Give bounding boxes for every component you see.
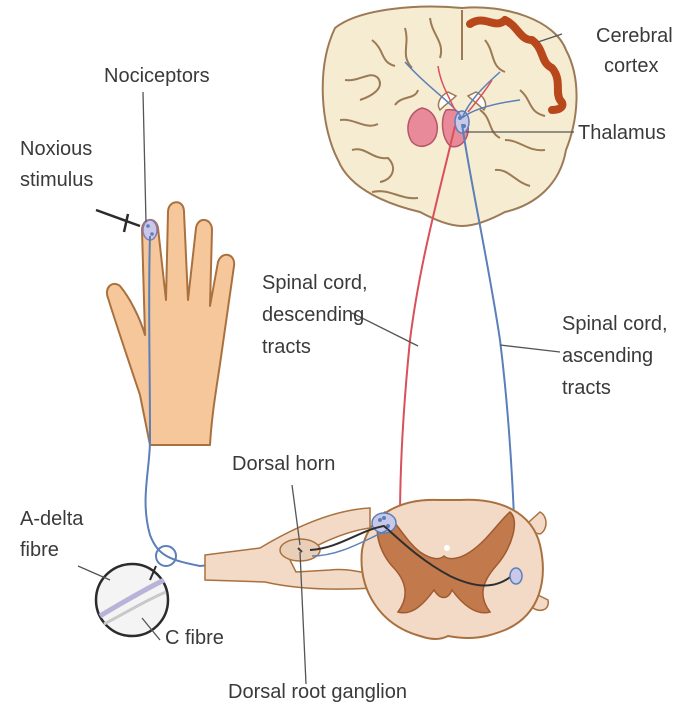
label-spinal-ascending: Spinal cord, ascending tracts [562,313,673,399]
thalamus-left [408,108,437,146]
hand [107,202,234,445]
brain [323,7,577,226]
label-nociceptors: Nociceptors [104,65,210,87]
noxious-stimulus-pin [96,210,140,232]
label-a-delta-fibre: A-delta fibre [20,508,89,561]
label-cerebral-cortex: Cerebral cortex [596,25,678,77]
label-dorsal-root-ganglion: Dorsal root ganglion [228,681,407,703]
fibre-magnifier [96,546,176,636]
ascending-tract-origin [510,568,522,584]
label-dorsal-horn: Dorsal horn [232,453,335,475]
label-c-fibre: C fibre [165,627,224,649]
label-noxious-stimulus: Noxious stimulus [20,138,98,191]
label-spinal-descending: Spinal cord, descending tracts [262,272,373,358]
label-thalamus: Thalamus [578,122,666,144]
hand-outline [107,202,234,445]
